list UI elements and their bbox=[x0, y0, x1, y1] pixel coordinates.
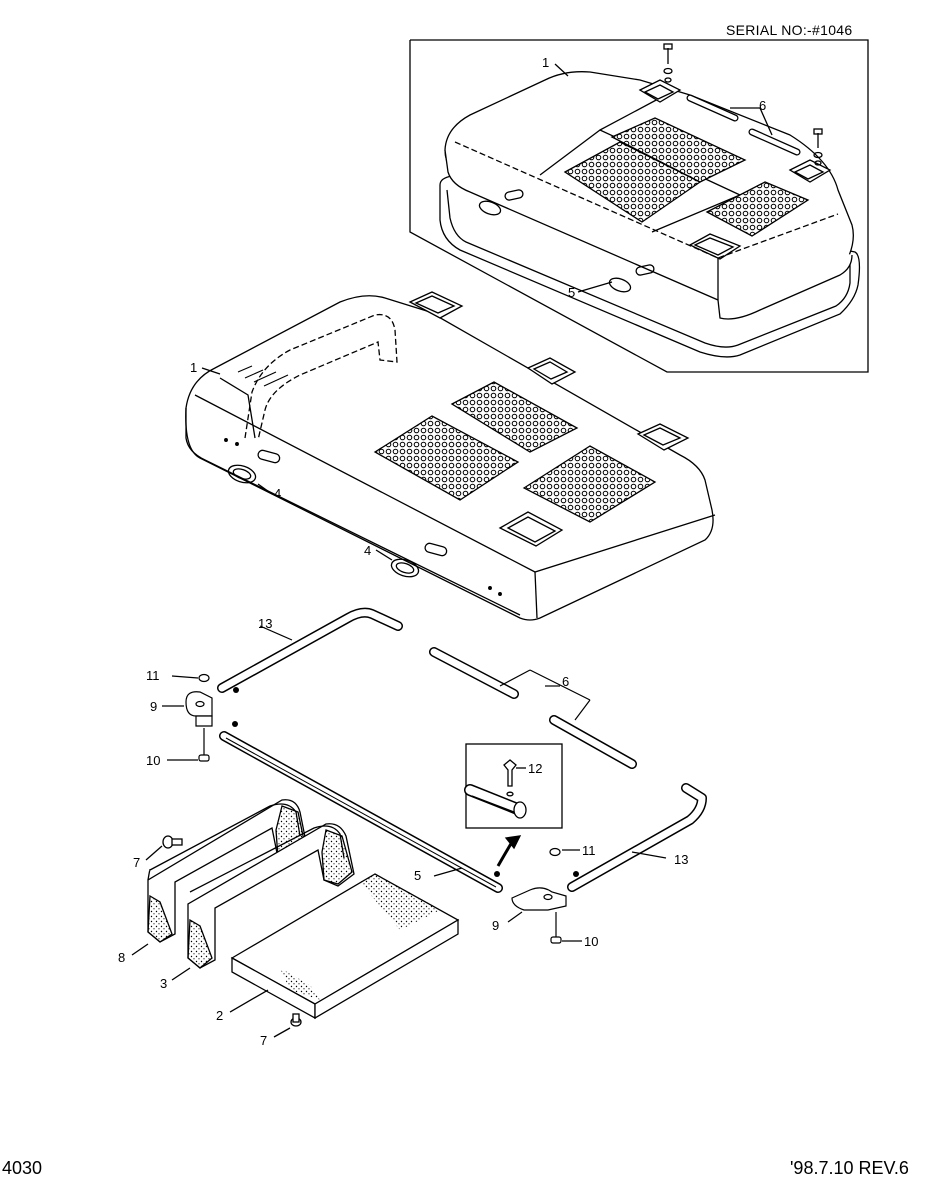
inset-hinge-1 bbox=[638, 79, 682, 103]
roof-mesh-2 bbox=[450, 381, 579, 453]
callout-8: 8 bbox=[118, 950, 125, 965]
callout-10-a: 10 bbox=[146, 753, 160, 768]
page-number: 4030 bbox=[2, 1158, 43, 1178]
callout-6-main: 6 bbox=[562, 674, 569, 689]
grommet-4b bbox=[390, 558, 420, 578]
roof-mesh-1 bbox=[373, 415, 520, 501]
callout-2: 2 bbox=[216, 1008, 223, 1023]
inset-mesh-3 bbox=[705, 181, 810, 237]
bolt-10-left bbox=[198, 754, 210, 762]
inset-hinge-2 bbox=[788, 159, 832, 183]
inset-frame bbox=[409, 39, 869, 373]
screw-7b bbox=[290, 1013, 302, 1027]
callout-11-a: 11 bbox=[146, 668, 160, 683]
roof-square-cutout bbox=[498, 511, 564, 547]
bolt-10-right bbox=[550, 936, 562, 944]
bracket-9-right bbox=[511, 887, 567, 911]
screw-7a bbox=[162, 835, 183, 849]
detail-pin-12 bbox=[464, 743, 563, 867]
callout-9-a: 9 bbox=[150, 699, 157, 714]
roof-mesh-3 bbox=[522, 445, 657, 523]
grommet-4a bbox=[227, 464, 257, 484]
callout-1-inset: 1 bbox=[542, 55, 549, 70]
callout-12: 12 bbox=[528, 761, 542, 776]
callout-6-inset: 6 bbox=[759, 98, 766, 113]
callout-1-main: 1 bbox=[190, 360, 197, 375]
pin-12 bbox=[503, 759, 517, 787]
inset-mesh-2 bbox=[610, 117, 747, 183]
callout-5-main: 5 bbox=[414, 868, 421, 883]
inset-square-cutout bbox=[688, 233, 742, 260]
inset-variant bbox=[409, 39, 869, 373]
callout-4-b: 4 bbox=[364, 543, 371, 558]
callout-9-b: 9 bbox=[492, 918, 499, 933]
frame-tubes bbox=[217, 607, 707, 893]
callout-13-b: 13 bbox=[674, 852, 688, 867]
bracket-assembly-left bbox=[162, 673, 213, 762]
callout-7-a: 7 bbox=[133, 855, 140, 870]
nut-11-left bbox=[198, 673, 210, 683]
bracket-assembly-right bbox=[507, 847, 582, 944]
cushions bbox=[131, 799, 460, 1038]
callout-4-a: 4 bbox=[274, 486, 281, 501]
serial-number: SERIAL NO:-#1046 bbox=[726, 22, 853, 38]
callout-13-a: 13 bbox=[258, 616, 272, 631]
callout-11-b: 11 bbox=[582, 843, 596, 858]
callout-7-b: 7 bbox=[260, 1033, 267, 1048]
roof-cover bbox=[185, 291, 716, 621]
nut-11-right bbox=[549, 847, 561, 857]
revision-date: '98.7.10 REV.6 bbox=[790, 1158, 909, 1178]
callout-10-b: 10 bbox=[584, 934, 598, 949]
callout-5-inset: 5 bbox=[568, 285, 575, 300]
callout-3: 3 bbox=[160, 976, 167, 991]
